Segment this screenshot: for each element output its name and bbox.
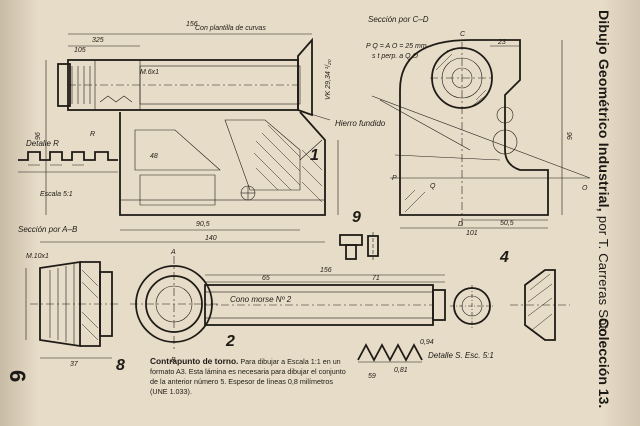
label-detalle-s: Detalle S. Esc. 5:1 — [428, 351, 494, 360]
dim-50-5: 50,5 — [500, 220, 514, 227]
dim-156: 156 — [186, 21, 198, 28]
dim-65: 65 — [262, 275, 270, 282]
page-number-text: 6 — [5, 370, 30, 383]
letter-c: C — [460, 31, 466, 38]
part-number-2: 2 — [225, 333, 235, 350]
dim-101: 101 — [466, 230, 478, 237]
dim-23: 23 — [497, 39, 506, 46]
caption: Contrapunto de torno. Para dibujar a Esc… — [150, 356, 350, 397]
part-number-4: 4 — [499, 249, 509, 266]
dim-90-5: 90,5 — [196, 221, 210, 228]
hatch-cd — [404, 49, 489, 213]
dim-37: 37 — [70, 361, 79, 368]
dim-105: 105 — [74, 47, 86, 54]
part-number-9: 9 — [352, 209, 361, 226]
label-detalle-r: Detalle R — [26, 139, 59, 148]
part-4-view — [450, 269, 570, 341]
part-2-view — [204, 274, 446, 326]
dim-96-right: 96 — [567, 132, 574, 140]
dim-156-b: 156 — [320, 267, 332, 274]
letter-r: R — [90, 131, 95, 138]
label-seccion-cd: Sección por C–D — [368, 15, 429, 24]
hatch-ab — [81, 269, 99, 341]
caption-text: Para dibujar a Escala 1:1 en un formato … — [150, 357, 346, 396]
dim-325: 325 — [92, 37, 104, 44]
label-plantilla: Con plantilla de curvas — [195, 25, 266, 32]
label-m6: M.6x1 — [140, 69, 159, 76]
part-number-1: 1 — [310, 147, 319, 164]
hatch-part4 — [527, 273, 553, 331]
letter-a: A — [170, 249, 176, 256]
dim-71: 71 — [372, 275, 380, 282]
letter-o: O — [582, 185, 588, 192]
label-vk: VK 29,34 ¹/₂₀ — [325, 59, 332, 100]
label-construccion-1: P Q = A O = 25 mm. — [366, 43, 429, 50]
letter-p: P — [392, 175, 397, 182]
section-c-d-view — [371, 39, 591, 229]
main-body-view — [40, 33, 339, 243]
spine-collection: Colección 13. — [596, 318, 626, 409]
section-a-b-view — [25, 260, 120, 359]
dim-0-81: 0,81 — [394, 367, 408, 374]
label-cono-morse: Cono morse Nº 2 — [230, 295, 292, 304]
caption-title: Contrapunto de torno. — [150, 356, 239, 366]
dim-0-94: 0,94 — [420, 339, 434, 346]
spine-title: Dibujo Geométrico Industrial, — [596, 10, 612, 212]
letter-d: D — [458, 221, 463, 228]
label-seccion-ab: Sección por A–B — [18, 225, 78, 234]
dim-140: 140 — [205, 235, 217, 242]
label-escala: Escala 5:1 — [40, 191, 73, 198]
dim-96-left: 96 — [35, 132, 42, 140]
label-construccion-2: s t perp. a Q O — [372, 53, 418, 60]
label-m10: M.10x1 — [26, 253, 49, 260]
part-9-view — [339, 232, 379, 260]
detail-s — [357, 343, 423, 363]
letter-q: Q — [430, 183, 436, 190]
part-number-8: 8 — [116, 357, 125, 374]
hatch-body — [253, 124, 323, 203]
detail-r — [18, 151, 118, 173]
collection-label: Colección 13. — [596, 318, 612, 409]
letter-b: B — [171, 357, 176, 364]
page-number: 6 — [5, 370, 32, 400]
dim-48: 48 — [150, 153, 158, 160]
dim-59: 59 — [368, 373, 376, 380]
label-hierro: Hierro fundido — [335, 119, 386, 128]
round-view — [130, 256, 218, 352]
